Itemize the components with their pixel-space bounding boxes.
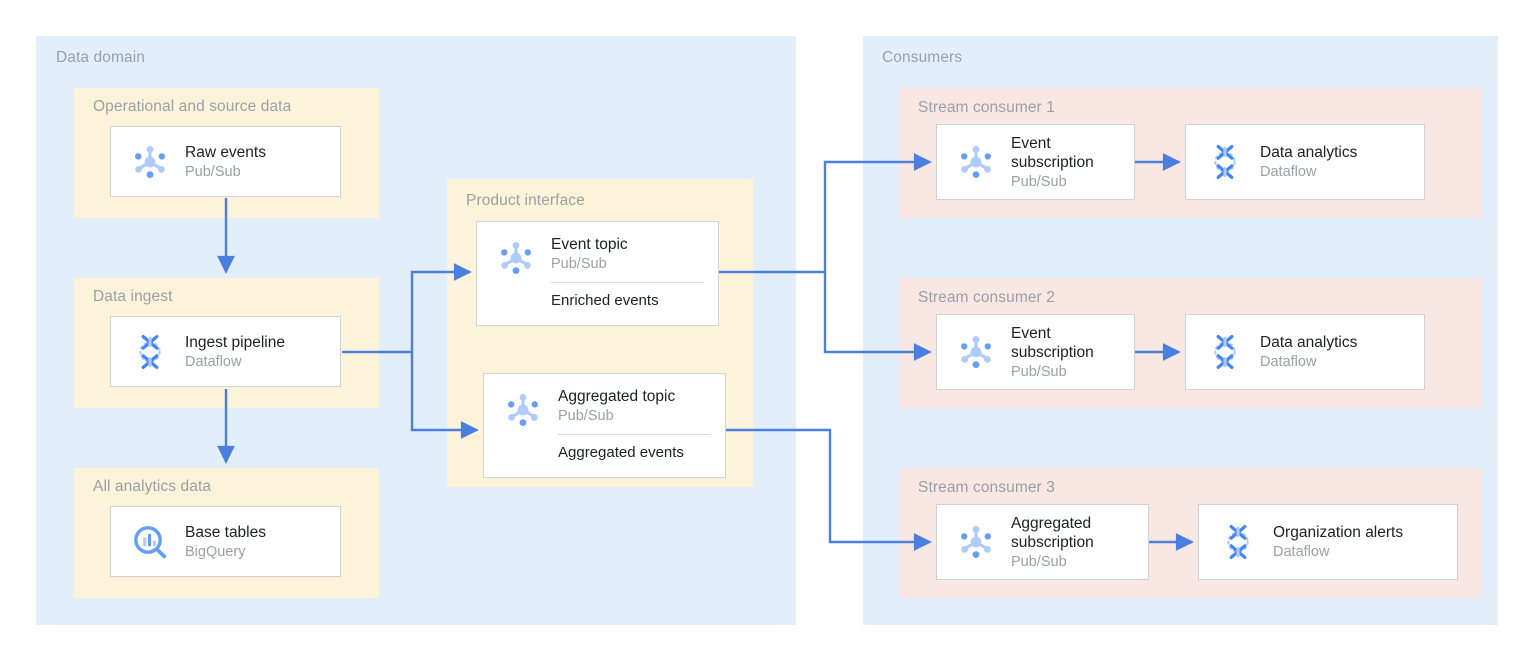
- node-event-topic[interactable]: Event topic Pub/Sub Enriched events: [476, 221, 719, 326]
- pubsub-icon: [953, 139, 999, 185]
- node-aggregated-topic-body: Aggregated topic Pub/Sub Aggregated even…: [546, 374, 725, 462]
- node-subtitle: Pub/Sub: [185, 163, 241, 180]
- node-base-tables[interactable]: Base tables BigQuery: [110, 506, 341, 577]
- node-subtitle: Dataflow: [1260, 164, 1317, 180]
- pubsub-icon: [493, 235, 539, 281]
- node-subtitle: Dataflow: [1260, 354, 1317, 370]
- panel-stream-consumer-1-title: Stream consumer 1: [918, 99, 1055, 116]
- node-ingest-pipeline-body: Ingest pipeline Dataflow: [173, 333, 340, 371]
- dataflow-icon: [1202, 329, 1248, 375]
- node-title: Base tables: [185, 523, 266, 541]
- node-organization-alerts-3-body: Organization alerts Dataflow: [1261, 523, 1457, 561]
- pubsub-icon: [953, 519, 999, 565]
- node-aggregated-topic[interactable]: Aggregated topic Pub/Sub Aggregated even…: [483, 373, 726, 478]
- panel-product-interface-title: Product interface: [466, 192, 585, 209]
- node-title: Data analytics: [1260, 144, 1358, 161]
- node-subtitle: Pub/Sub: [558, 408, 614, 424]
- dataflow-icon: [1215, 519, 1261, 565]
- node-subtitle: Pub/Sub: [1011, 553, 1067, 570]
- panel-consumers-title: Consumers: [882, 49, 963, 66]
- panel-stream-consumer-2-title: Stream consumer 2: [918, 289, 1055, 306]
- dataflow-icon: [127, 329, 173, 375]
- node-raw-events-body: Raw events Pub/Sub: [173, 143, 340, 181]
- node-event-subscription-1-body: Event subscription Pub/Sub: [999, 134, 1134, 191]
- node-event-subscription-2[interactable]: Event subscription Pub/Sub: [936, 314, 1135, 390]
- node-ingest-pipeline[interactable]: Ingest pipeline Dataflow: [110, 316, 341, 387]
- node-title: Organization alerts: [1273, 524, 1404, 541]
- node-divider: [551, 282, 704, 283]
- node-data-analytics-2[interactable]: Data analytics Dataflow: [1185, 314, 1425, 390]
- node-subtitle: Pub/Sub: [1011, 363, 1067, 380]
- dataflow-icon: [1202, 139, 1248, 185]
- panel-stream-consumer-3-title: Stream consumer 3: [918, 479, 1055, 496]
- pubsub-icon: [953, 329, 999, 375]
- node-title: Aggregated subscription: [1011, 514, 1094, 551]
- panel-data-ingest-title: Data ingest: [93, 288, 173, 305]
- node-title: Data analytics: [1260, 334, 1358, 351]
- node-data-analytics-2-body: Data analytics Dataflow: [1248, 333, 1424, 371]
- node-aggregated-subscription-3[interactable]: Aggregated subscription Pub/Sub: [936, 504, 1149, 580]
- node-event-subscription-2-body: Event subscription Pub/Sub: [999, 324, 1134, 381]
- node-title: Event topic: [551, 236, 628, 253]
- node-title: Event subscription: [1011, 134, 1094, 171]
- node-data-analytics-1-body: Data analytics Dataflow: [1248, 143, 1424, 181]
- node-subtitle: Pub/Sub: [1011, 173, 1067, 190]
- node-data-analytics-1[interactable]: Data analytics Dataflow: [1185, 124, 1425, 200]
- node-title: Ingest pipeline: [185, 333, 285, 351]
- node-subtitle: Pub/Sub: [551, 256, 607, 272]
- panel-data-domain-title: Data domain: [56, 49, 145, 66]
- node-divider: [558, 434, 711, 435]
- node-title: Event subscription: [1011, 324, 1094, 361]
- node-event-topic-body: Event topic Pub/Sub Enriched events: [539, 222, 718, 310]
- node-title: Aggregated topic: [558, 388, 676, 405]
- node-event-subscription-1[interactable]: Event subscription Pub/Sub: [936, 124, 1135, 200]
- node-raw-events[interactable]: Raw events Pub/Sub: [110, 126, 341, 197]
- node-organization-alerts-3[interactable]: Organization alerts Dataflow: [1198, 504, 1458, 580]
- pubsub-icon: [500, 387, 546, 433]
- node-extra-label: Enriched events: [551, 292, 659, 309]
- bigquery-icon: [127, 519, 173, 565]
- node-title: Raw events: [185, 143, 266, 161]
- node-subtitle: Dataflow: [1273, 544, 1330, 560]
- panel-operational-source-data-title: Operational and source data: [93, 98, 292, 115]
- node-subtitle: BigQuery: [185, 543, 246, 560]
- node-subtitle: Dataflow: [185, 353, 242, 370]
- node-base-tables-body: Base tables BigQuery: [173, 523, 340, 561]
- node-extra-label: Aggregated events: [558, 444, 684, 461]
- node-aggregated-subscription-3-body: Aggregated subscription Pub/Sub: [999, 514, 1148, 571]
- panel-all-analytics-data-title: All analytics data: [93, 478, 212, 495]
- pubsub-icon: [127, 139, 173, 185]
